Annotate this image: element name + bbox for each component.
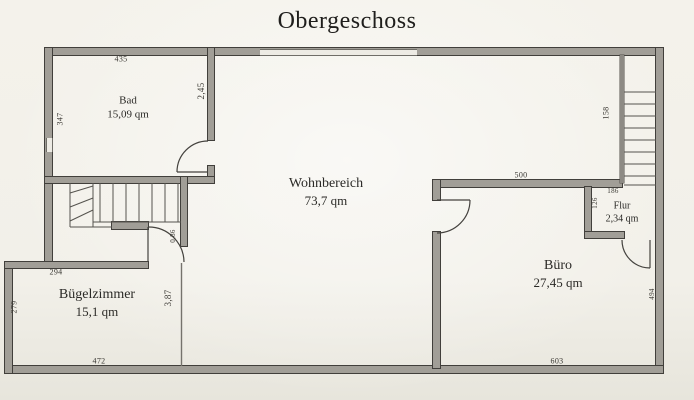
dim-buero-right: 494 [648, 288, 656, 300]
door-arc-buero [436, 199, 471, 234]
wall-bad-right-upper [208, 48, 214, 140]
wall-buero-door-cap [433, 180, 440, 200]
door-arc-bad [176, 140, 209, 173]
wall-wohnbereich-buero [433, 180, 622, 187]
wall-buegelzimmer-top [5, 262, 148, 268]
dim-flur-left: 126 [591, 197, 599, 209]
dim-bad-right: 2,45 [196, 82, 206, 100]
dim-bad-top: 435 [114, 54, 128, 64]
window-top [260, 49, 417, 56]
wall-bad-bottom [45, 177, 214, 183]
room-label-buero: Büro 27,45 qm [533, 258, 583, 290]
dim-wohnbereich-wall: 500 [514, 170, 528, 180]
wall-buero-left [433, 232, 440, 368]
window-left [46, 138, 53, 152]
wall-stair-right [181, 177, 187, 246]
dim-buegelzimmer-right: 3,87 [163, 289, 173, 307]
dim-flur-top: 186 [607, 187, 619, 195]
wall-buegelzimmer-left [5, 262, 12, 373]
stairs-upper [624, 91, 656, 186]
door-arc-flur [621, 239, 651, 269]
wall-exterior-right [656, 48, 663, 373]
room-label-flur: Flur 2,34 qm [605, 200, 639, 225]
dim-buegelzimmer-left: 279 [9, 300, 19, 314]
page-title: Obergeschoss [277, 8, 417, 34]
dim-stair-door: 0,86 [169, 229, 177, 243]
room-label-buegelzimmer: Bügelzimmer 15,1 qm [58, 287, 136, 319]
door-arc-hall [147, 226, 185, 263]
wall-stair-stub [112, 222, 148, 229]
room-label-bad: Bad 15,09 qm [107, 94, 149, 120]
wall-bad-right-lower [208, 166, 214, 183]
dim-buero-bottom: 603 [550, 356, 564, 366]
dim-stair-shaft: 158 [601, 106, 611, 120]
wall-exterior-bottom [5, 366, 663, 373]
dim-buegelzimmer-top: 294 [49, 267, 63, 277]
dim-bad-left: 347 [55, 112, 65, 126]
wall-flur-bottom [585, 232, 624, 238]
room-label-wohnbereich: Wohnbereich 73,7 qm [288, 176, 364, 208]
wall-exterior-left [45, 48, 52, 267]
dim-buegelzimmer-bottom: 472 [92, 356, 106, 366]
wall-stair-shaft-left [620, 55, 624, 183]
stairs-lower [69, 183, 181, 228]
wall-flur-left [585, 187, 591, 238]
